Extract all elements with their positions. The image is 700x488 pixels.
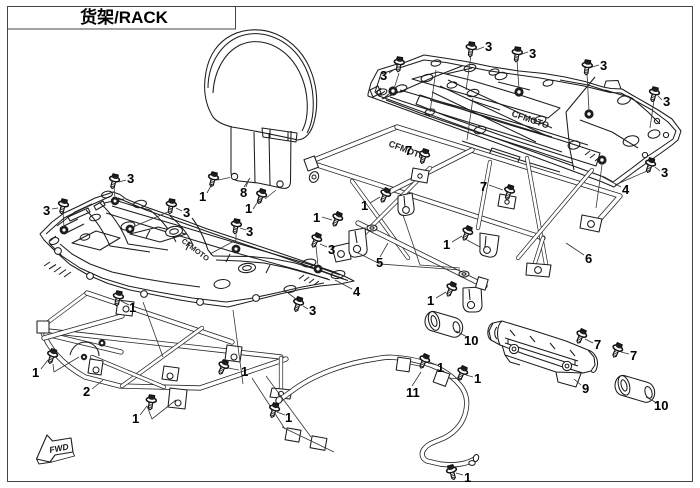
svg-text:货架/RACK: 货架/RACK [80,7,169,27]
svg-text:1: 1 [474,371,481,386]
svg-text:3: 3 [380,68,387,83]
svg-text:1: 1 [464,470,471,485]
svg-text:1: 1 [199,189,206,204]
svg-text:7: 7 [405,143,412,158]
svg-text:10: 10 [464,333,478,348]
svg-text:11: 11 [406,385,420,400]
svg-text:3: 3 [127,171,134,186]
svg-text:3: 3 [663,94,670,109]
svg-text:1: 1 [245,201,252,216]
svg-text:7: 7 [480,179,487,194]
svg-text:1: 1 [129,300,136,315]
svg-text:7: 7 [630,348,637,363]
svg-text:3: 3 [328,242,335,257]
svg-text:1: 1 [32,365,39,380]
svg-text:1: 1 [313,210,320,225]
svg-text:1: 1 [427,293,434,308]
svg-text:1: 1 [241,364,248,379]
svg-text:3: 3 [600,58,607,73]
svg-text:1: 1 [361,198,368,213]
svg-text:3: 3 [43,203,50,218]
svg-text:8: 8 [240,185,247,200]
svg-text:10: 10 [654,398,668,413]
svg-text:4: 4 [622,182,630,197]
svg-text:1: 1 [443,237,450,252]
svg-text:3: 3 [529,46,536,61]
svg-text:6: 6 [585,251,592,266]
svg-text:1: 1 [285,410,292,425]
svg-text:FWD: FWD [48,441,69,455]
svg-text:1: 1 [132,411,139,426]
svg-text:5: 5 [376,255,383,270]
svg-text:4: 4 [353,284,361,299]
svg-text:3: 3 [246,224,253,239]
svg-text:1: 1 [437,360,444,375]
svg-text:3: 3 [661,165,668,180]
svg-text:2: 2 [83,384,90,399]
svg-text:3: 3 [183,205,190,220]
svg-text:9: 9 [582,381,589,396]
svg-text:7: 7 [594,337,601,352]
svg-text:3: 3 [485,39,492,54]
svg-text:3: 3 [309,303,316,318]
